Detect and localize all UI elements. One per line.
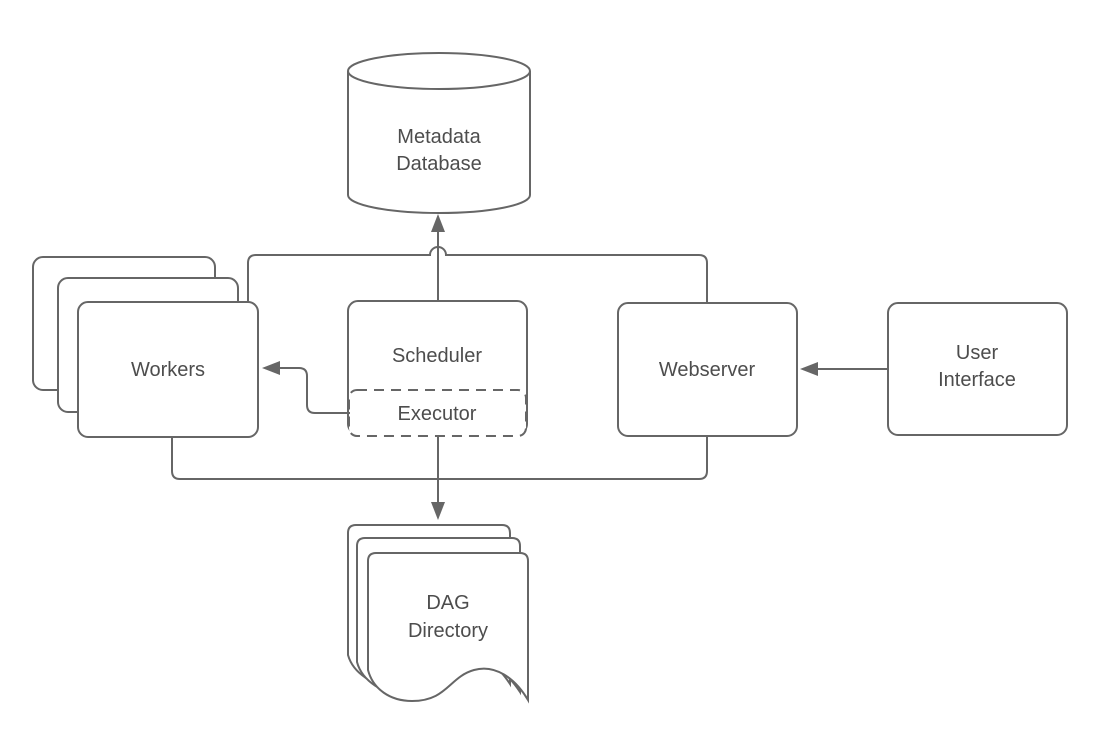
workers-node: Workers bbox=[32, 256, 259, 438]
edge-executor-to-workers bbox=[279, 367, 350, 414]
dag-directory-doc-front bbox=[367, 552, 529, 704]
workers-card-front bbox=[77, 301, 259, 438]
arrowhead-up-database bbox=[431, 214, 445, 232]
arrow-layer bbox=[262, 214, 888, 520]
webserver-label: Webserver bbox=[659, 359, 756, 381]
user-interface-label-line2: Interface bbox=[938, 369, 1016, 391]
arrowhead-down-dag-directory bbox=[431, 502, 445, 520]
workers-label: Workers bbox=[131, 359, 205, 381]
executor-label: Executor bbox=[398, 403, 477, 425]
dag-directory-label-line2: Directory bbox=[408, 620, 488, 642]
scheduler-label: Scheduler bbox=[392, 345, 482, 367]
dag-directory-label-line1: DAG bbox=[426, 592, 469, 614]
arrowhead-left-workers bbox=[262, 361, 280, 375]
metadata-database-label-line1: Metadata bbox=[397, 126, 481, 148]
metadata-database-node: Metadata Database bbox=[347, 52, 531, 214]
metadata-database-cylinder-body bbox=[347, 71, 531, 214]
user-interface-node: User Interface bbox=[887, 302, 1068, 436]
webserver-box bbox=[617, 302, 798, 437]
edge-top-bus bbox=[247, 246, 708, 303]
metadata-database-cylinder-top bbox=[347, 52, 531, 90]
edge-bottom-bus bbox=[171, 436, 708, 480]
arrowhead-left-webserver bbox=[800, 362, 818, 376]
dag-directory-node: DAG Directory bbox=[347, 524, 529, 704]
user-interface-label-line1: User bbox=[956, 342, 999, 364]
scheduler-node: Scheduler Executor bbox=[347, 300, 528, 437]
webserver-node: Webserver bbox=[617, 302, 798, 437]
metadata-database-label-line2: Database bbox=[396, 153, 482, 175]
